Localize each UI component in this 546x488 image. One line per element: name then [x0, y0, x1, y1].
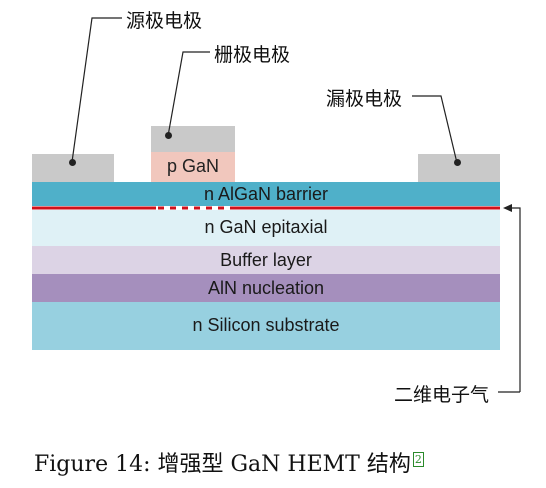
gan-epitaxial-layer: n GaN epitaxial [32, 210, 500, 246]
twodeg-label: 二维电子气 [394, 384, 490, 406]
algan-barrier-layer: n AlGaN barrier [32, 182, 500, 206]
aln-nucleation-label: AlN nucleation [207, 278, 325, 298]
drain-contact-dot [454, 159, 461, 166]
source-electrode-label: 源极电极 [126, 10, 203, 32]
gan-epitaxial-label: n GaN epitaxial [204, 217, 328, 237]
figure-reference-badge[interactable]: 2 [412, 451, 424, 467]
gate-electrode-label: 栅极电极 [214, 44, 291, 66]
gate-electrode [151, 126, 235, 152]
gate-leader-line [167, 51, 210, 137]
drain-leader-line [412, 95, 458, 164]
aln-nucleation-layer: AlN nucleation [32, 274, 500, 302]
twodeg-arrowhead [503, 204, 512, 212]
buffer-layer-label: Buffer layer [220, 250, 312, 270]
figure-caption-text: Figure 14: 增强型 GaN HEMT 结构 [34, 452, 411, 477]
twodeg-leader-line [508, 207, 521, 392]
drain-electrode [418, 154, 500, 182]
drain-electrode-label: 漏极电极 [326, 88, 403, 110]
silicon-substrate-label: n Silicon substrate [192, 315, 340, 335]
buffer-layer: Buffer layer [32, 246, 500, 274]
algan-barrier-label: n AlGaN barrier [203, 184, 329, 204]
p-gan-layer: p GaN [151, 152, 235, 182]
p-gan-label: p GaN [166, 156, 220, 176]
source-leader-line [71, 17, 122, 163]
silicon-substrate-layer: n Silicon substrate [32, 302, 500, 350]
source-contact-dot [69, 159, 76, 166]
